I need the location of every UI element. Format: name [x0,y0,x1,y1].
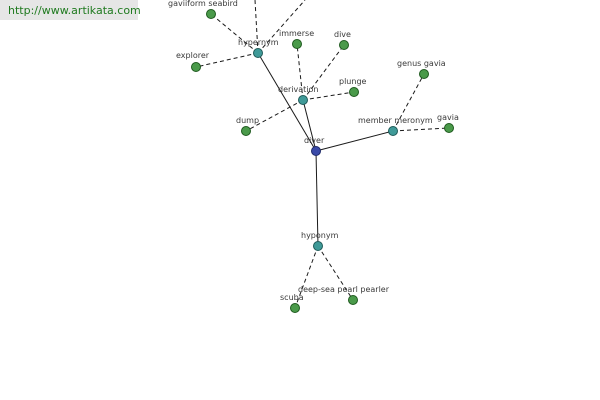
edge-hypernym-gaviiform [210,13,259,54]
label-member-meronym: member meronym [358,116,433,125]
label-plunge: plunge [339,77,367,86]
label-gaviiform-seabird: gaviiform seabird [168,0,238,8]
edge-offscreen-2 [257,0,306,54]
node-scuba[interactable] [290,303,300,313]
label-immerse: immerse [279,29,314,38]
edge-hypernym-explorer [195,52,259,68]
label-hyponym: hyponym [301,231,339,240]
label-scuba: scuba [280,293,304,302]
edge-derivation-dump [245,99,304,132]
edge-meronym-gavia [392,127,450,132]
watermark-url[interactable]: http://www.artikata.com [8,4,141,17]
node-immerse[interactable] [292,39,302,49]
edge-diver-hyponym [315,150,319,247]
node-plunge[interactable] [349,87,359,97]
edge-offscreen-1 [254,0,259,54]
label-gavia: gavia [437,113,459,122]
label-explorer: explorer [176,51,210,60]
watermark-bar: http://www.artikata.com [0,0,141,20]
edge-diver-hypernym [257,52,317,152]
node-dump[interactable] [241,126,251,136]
node-derivation[interactable] [298,95,308,105]
label-derivation: derivation [278,85,318,94]
node-gaviiform-seabird[interactable] [206,9,216,19]
node-diver[interactable] [311,146,321,156]
edge-derivation-dive [302,44,345,101]
edge-diver-derivation [302,99,317,152]
node-explorer[interactable] [191,62,201,72]
label-hypernym: hypernym [238,38,279,47]
node-genus-gavia[interactable] [419,69,429,79]
node-hyponym[interactable] [313,241,323,251]
label-genus-gavia: genus gavia [397,59,446,68]
node-member-meronym[interactable] [388,126,398,136]
node-dive[interactable] [339,40,349,50]
edge-meronym-genus-gavia [392,73,425,132]
label-dump: dump [236,116,259,125]
label-diver: diver [304,136,325,145]
edge-derivation-immerse [296,43,304,101]
edge-diver-member-meronym [315,130,394,152]
label-deep-sea-pearl-pearler: deep-sea pearl pearler [298,285,390,294]
node-deep-sea-pearl-pearler[interactable] [348,295,358,305]
label-dive: dive [334,30,351,39]
edge-hyponym-pearler [317,245,354,301]
edge-derivation-plunge [302,91,355,101]
node-hypernym[interactable] [253,48,263,58]
node-gavia[interactable] [444,123,454,133]
